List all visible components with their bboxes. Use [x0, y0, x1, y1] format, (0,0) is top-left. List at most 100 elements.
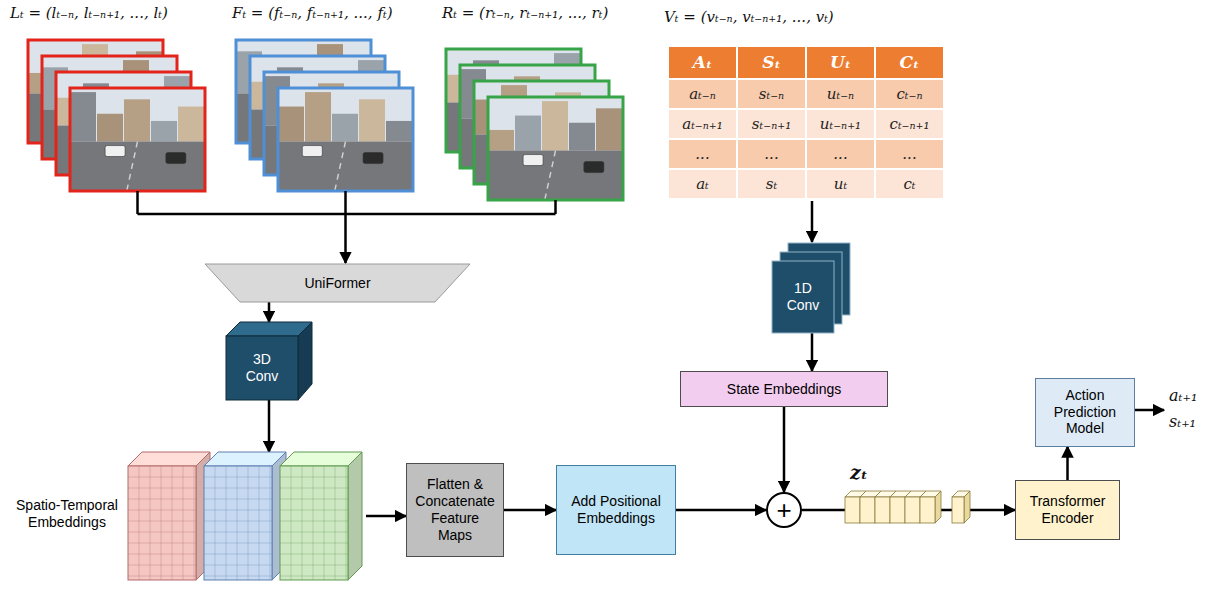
image-stack — [446, 49, 623, 200]
grid-line — [237, 466, 238, 580]
road — [278, 142, 413, 191]
grid-line — [161, 466, 162, 580]
grid-line — [204, 543, 272, 544]
grid-line — [172, 466, 173, 580]
math-label: zₜ — [850, 461, 868, 484]
lane-marking — [545, 151, 556, 200]
building — [97, 114, 123, 142]
cube-front — [226, 336, 298, 400]
lane-marking — [127, 142, 138, 191]
conv-stack: 1D Conv — [772, 243, 852, 333]
flow-arrow — [268, 400, 271, 452]
car — [105, 146, 125, 157]
node-text: Spatio-Temporal Embeddings — [10, 497, 124, 531]
grid-line — [128, 521, 196, 522]
flow-arrow — [811, 333, 814, 371]
video-frame — [278, 88, 413, 191]
text-area: 3D Conv — [226, 336, 298, 400]
building — [359, 99, 385, 141]
sky — [278, 88, 413, 191]
grid-line — [128, 499, 196, 500]
math-label: aₜ₊₁ — [1169, 386, 1197, 405]
grid-line — [150, 466, 151, 580]
circle-outline — [767, 493, 801, 527]
table-cell: sₜ₋ₙ₊₁ — [737, 109, 806, 139]
car — [584, 162, 604, 173]
table-cell: ... — [737, 139, 806, 169]
grid-line — [204, 510, 272, 511]
grid-line — [128, 477, 196, 478]
grid-line — [280, 488, 348, 489]
car — [523, 155, 543, 166]
output-arrow — [1135, 409, 1164, 412]
flow-arrow — [366, 515, 406, 518]
table-cell: uₜ — [806, 169, 875, 199]
table-cell: aₜ — [668, 169, 737, 199]
image-stack — [28, 40, 205, 191]
table-cell: Uₜ — [806, 46, 875, 79]
grid-line — [280, 532, 348, 533]
grid-line — [204, 477, 272, 478]
grid-line — [204, 521, 272, 522]
road — [488, 151, 623, 200]
text-area: 1D Conv — [772, 261, 834, 333]
node-text: 1D Conv — [780, 280, 826, 314]
input-arrow — [344, 214, 347, 263]
frame-border — [488, 97, 623, 200]
image-stack — [236, 40, 413, 191]
table-arrow — [811, 201, 814, 242]
grid-line — [335, 466, 336, 580]
building — [515, 116, 541, 151]
token-face — [860, 497, 875, 523]
grid-line — [128, 565, 196, 566]
flow-arrow — [783, 407, 786, 492]
building — [178, 107, 204, 142]
building — [332, 114, 358, 142]
text-area: + — [766, 492, 802, 528]
table-cell: cₜ₋ₙ₊₁ — [875, 109, 944, 139]
road — [70, 142, 205, 191]
table-cell: cₜ₋ₙ — [875, 79, 944, 109]
grid-line — [280, 554, 348, 555]
video-frame — [488, 97, 623, 200]
table-cell: ... — [668, 139, 737, 169]
lane-marking — [335, 142, 346, 191]
grid-line — [128, 488, 196, 489]
grid-line — [280, 543, 348, 544]
process-box: Action Prediction Model — [1035, 378, 1135, 447]
token-face — [905, 497, 920, 523]
trapezoid-shape — [205, 264, 470, 302]
token-face — [845, 497, 860, 523]
table-cell: uₜ₋ₙ₊₁ — [806, 109, 875, 139]
grid-line — [280, 576, 348, 577]
grid-line — [204, 554, 272, 555]
math-label: Lₜ = (lₜ₋ₙ, lₜ₋ₙ₊₁, ..., lₜ) — [10, 4, 168, 22]
token — [952, 491, 970, 523]
node-text: Transformer Encoder — [1022, 493, 1113, 527]
cube-side — [298, 322, 312, 400]
token-face — [952, 497, 964, 523]
shape-outline — [772, 243, 852, 333]
grid-line — [204, 499, 272, 500]
frame-border — [70, 88, 205, 191]
node-text: + — [776, 497, 791, 523]
node-text: State Embeddings — [727, 381, 841, 398]
cube-front — [280, 466, 348, 580]
sum-circle: + — [766, 492, 802, 528]
grid-line — [204, 532, 272, 533]
token-side — [935, 491, 941, 523]
grid-line — [128, 543, 196, 544]
cube-front — [128, 466, 196, 580]
table-cell: sₜ — [737, 169, 806, 199]
grid-line — [346, 466, 347, 580]
building — [569, 123, 595, 151]
grid-line — [280, 521, 348, 522]
token-side — [964, 491, 970, 523]
flow-arrow — [268, 302, 271, 322]
grid-line — [204, 488, 272, 489]
frame-border — [278, 88, 413, 191]
math-label: Vₜ = (vₜ₋ₙ, vₜ₋ₙ₊₁, ..., vₜ) — [664, 8, 834, 26]
table-cell: sₜ₋ₙ — [737, 79, 806, 109]
conv-cube: 3D Conv — [226, 322, 312, 400]
